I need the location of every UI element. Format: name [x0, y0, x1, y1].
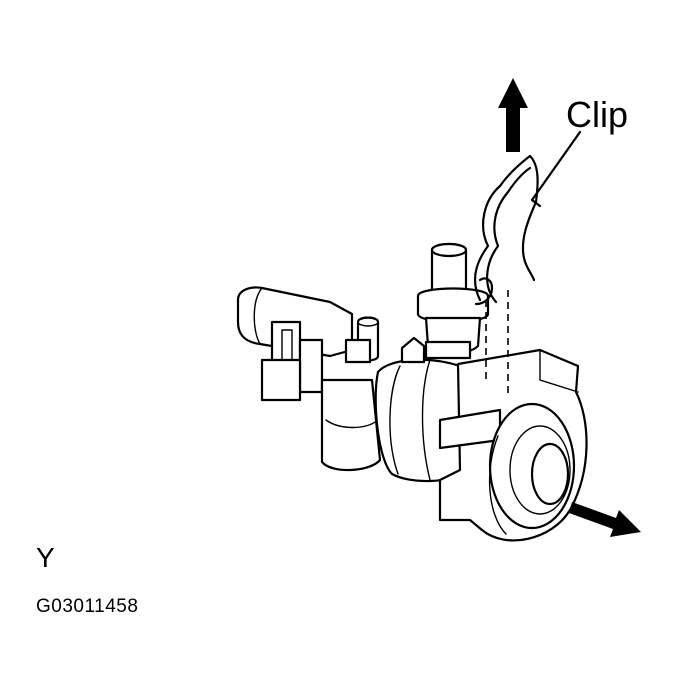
connector-collar [438, 348, 588, 542]
connector-housing [236, 286, 382, 472]
clip-leader-line [530, 130, 582, 208]
connector-main-body [374, 336, 472, 483]
connector-nipple [416, 242, 490, 355]
view-label: Y [36, 542, 55, 573]
arrow-down-right-icon [569, 502, 641, 537]
clip [473, 154, 539, 306]
clip-label: Clip [566, 94, 629, 135]
arrow-up-icon [498, 78, 528, 152]
figure-id: G03011458 [36, 596, 139, 617]
